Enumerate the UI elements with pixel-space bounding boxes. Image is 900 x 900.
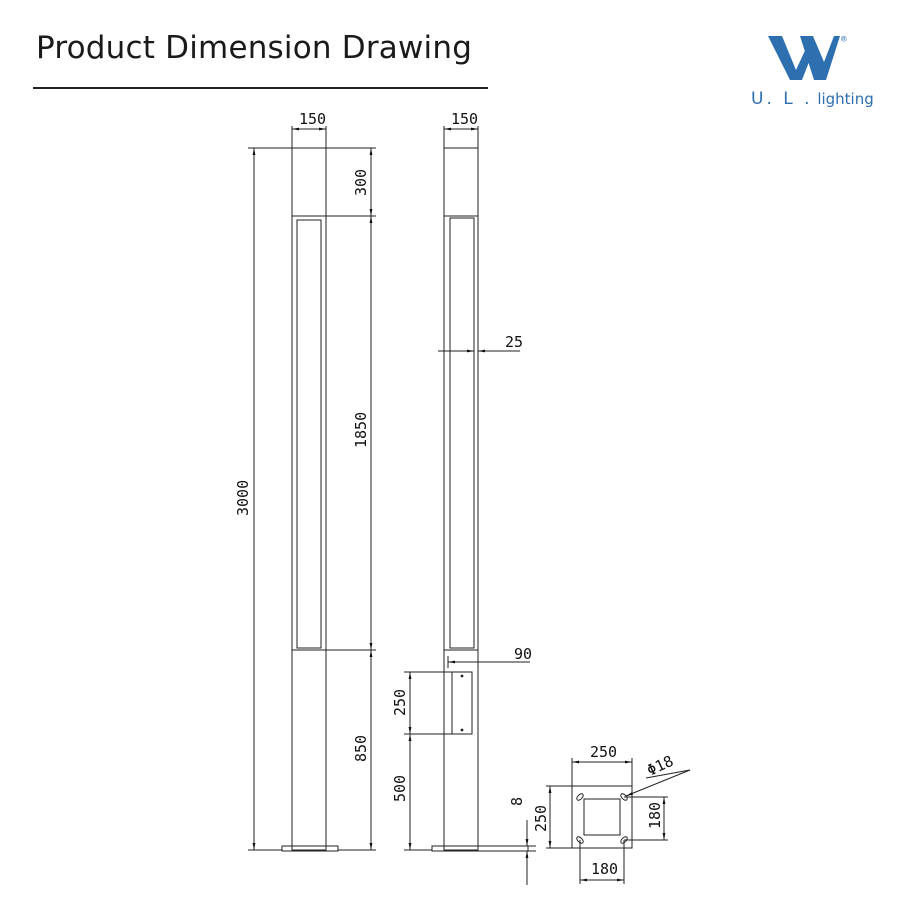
base-plate-opening xyxy=(583,798,621,836)
dim-door-offset: 90 xyxy=(514,645,532,663)
front-view xyxy=(248,126,376,852)
bolt-hole xyxy=(576,836,584,844)
dim-top-head: 300 xyxy=(352,169,370,196)
brand-name-ul: U. L . xyxy=(751,89,813,109)
bolt-hole xyxy=(620,793,628,801)
dim-light-window: 1850 xyxy=(352,412,370,448)
dim-door-from-base: 500 xyxy=(391,775,409,802)
brand-name: U. L . lighting xyxy=(751,89,874,109)
brand-logo-icon: ® xyxy=(768,35,847,80)
access-door xyxy=(451,671,473,735)
dim-base-width: 250 xyxy=(590,743,617,761)
bolt-hole xyxy=(620,836,628,844)
brand-name-rest: lighting xyxy=(817,90,874,108)
base-plate-view xyxy=(546,758,691,884)
dim-hole-spacing-x: 180 xyxy=(591,860,618,878)
side-view xyxy=(404,126,536,885)
dim-lower-section: 850 xyxy=(352,735,370,762)
base-plate-outline xyxy=(571,785,633,849)
dim-window-depth: 25 xyxy=(505,333,523,351)
registered-mark: ® xyxy=(841,35,847,45)
bolt-hole xyxy=(576,793,584,801)
front-pole-body xyxy=(291,147,327,851)
dim-hole-diameter: Φ18 xyxy=(644,752,676,780)
page-title: Product Dimension Drawing xyxy=(36,30,473,66)
front-base-plate xyxy=(281,845,339,852)
side-pole-body xyxy=(443,147,479,851)
dim-base-thickness: 8 xyxy=(508,797,526,806)
side-light-window xyxy=(449,217,475,649)
front-light-window xyxy=(296,219,322,649)
dim-total-height: 3000 xyxy=(234,480,252,516)
dim-base-depth: 250 xyxy=(532,805,550,832)
dim-front-width: 150 xyxy=(299,110,326,128)
title-underline xyxy=(33,87,488,89)
dim-door-height: 250 xyxy=(391,689,409,716)
dim-hole-spacing-y: 180 xyxy=(646,802,664,829)
dim-side-width: 150 xyxy=(451,110,478,128)
side-base-plate xyxy=(431,845,529,852)
